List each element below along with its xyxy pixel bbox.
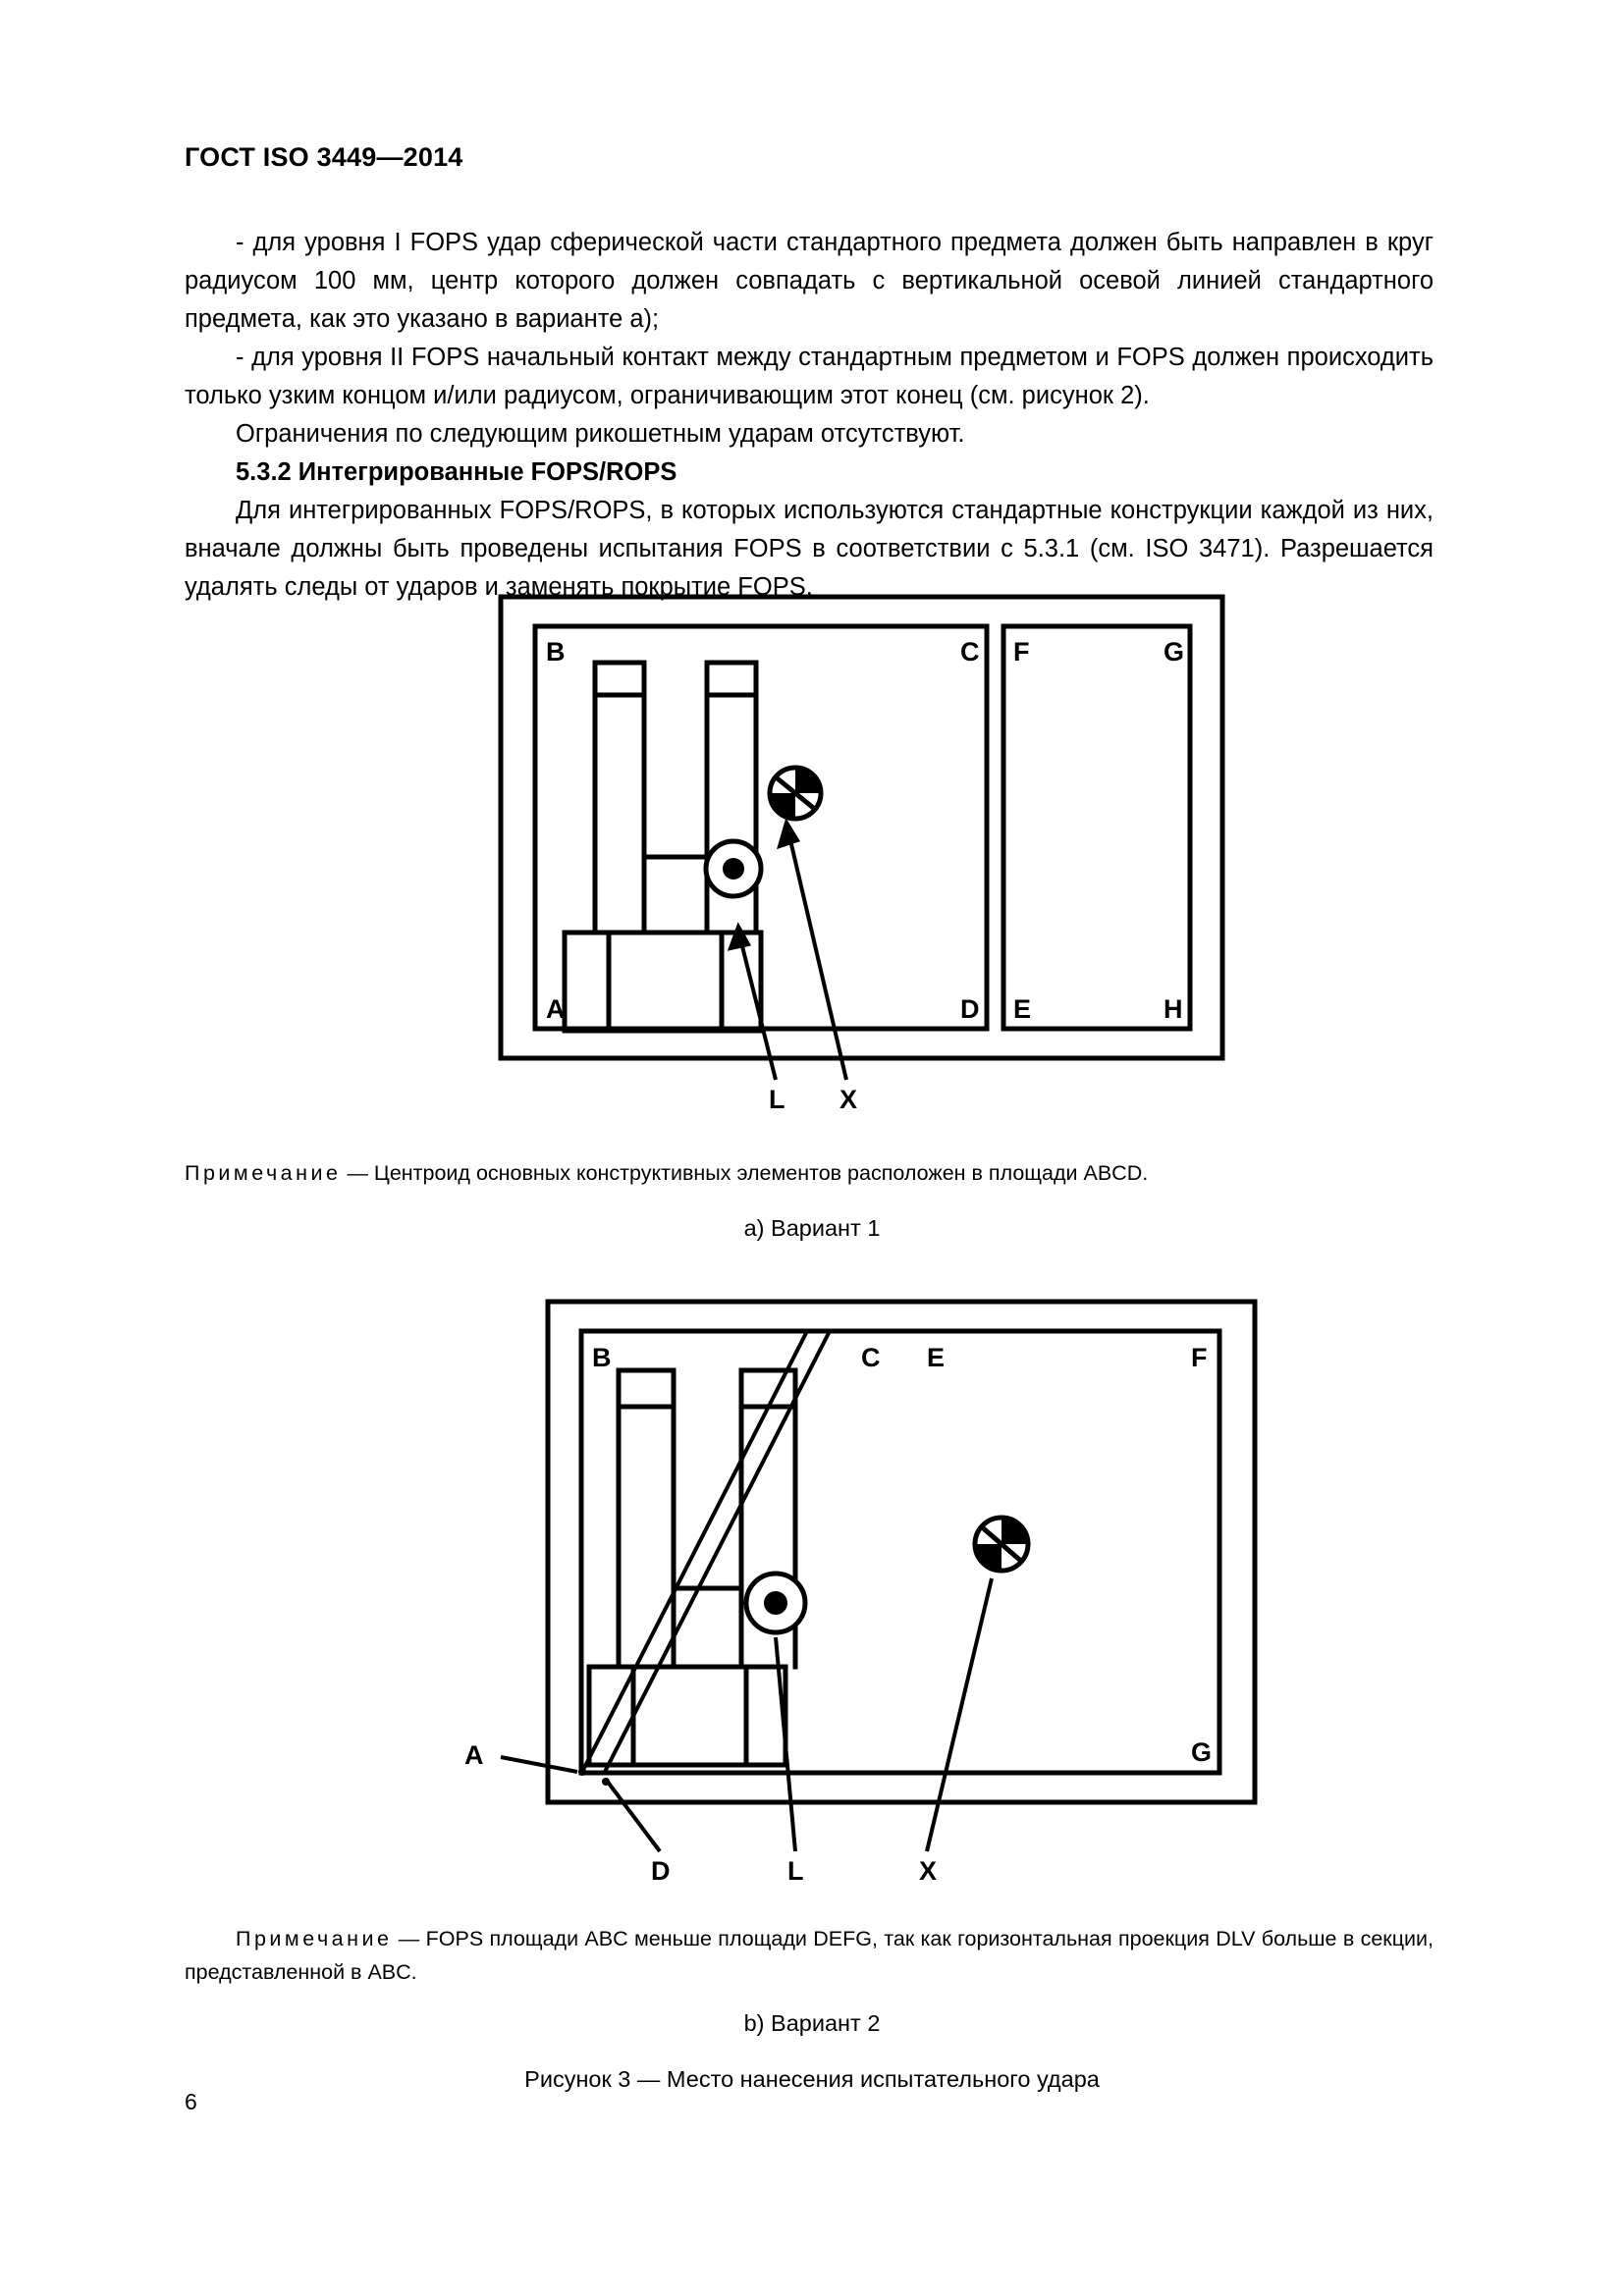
section-plane-diagonal (580, 1330, 832, 1773)
figure1-leader-label-X: X (839, 1085, 858, 1114)
figure2-label-G: G (1191, 1737, 1213, 1767)
figure2-label-C: C (861, 1343, 881, 1372)
leader-line-X (925, 1577, 994, 1852)
figure2-note: Примечание — FOPS площади ABC меньше пло… (185, 1922, 1434, 1989)
figure2-note-prefix: Примечание (236, 1927, 393, 1950)
impact-point-marker (767, 765, 824, 822)
centroid-marker (743, 1571, 808, 1635)
leader-line-A (500, 1755, 578, 1774)
figure2-note-text: FOPS площади ABC меньше площади DEFG, та… (185, 1927, 1435, 1984)
figure1-label-G: G (1164, 637, 1185, 667)
figure1-label-H: H (1164, 994, 1183, 1024)
efgh-section (1001, 623, 1193, 1032)
figure-1-drawing (498, 594, 1225, 1081)
base-box (586, 1664, 788, 1768)
figure1-label-C: C (960, 637, 980, 667)
figure2-label-B: B (592, 1343, 612, 1372)
base-box (562, 930, 764, 1034)
outer-frame (498, 594, 1225, 1061)
paragraph-integrated-fops-rops: Для интегрированных FOPS/ROPS, в которых… (185, 497, 1434, 601)
figure1-caption: a) Вариант 1 (743, 1215, 881, 1241)
impact-point-marker (972, 1515, 1031, 1574)
section-heading-5-3-2: 5.3.2 Интегрированные FOPS/ROPS (236, 458, 677, 486)
diagonal-endpoint-A (578, 1768, 586, 1776)
inner-frame (578, 1328, 1222, 1776)
figure-3-caption: Рисунок 3 — Место нанесения испытательно… (524, 2066, 1100, 2092)
figure2-leader-label-L: L (787, 1856, 804, 1886)
figure1-label-B: B (546, 637, 566, 667)
paragraph-level-2-fops: - для уровня II FOPS начальный контакт м… (185, 344, 1434, 409)
outer-frame (545, 1299, 1258, 1805)
figure2-label-E: E (927, 1343, 946, 1372)
figure1-label-E: E (1013, 994, 1032, 1024)
body-text-column: - для уровня I FOPS удар сферической час… (185, 224, 1434, 607)
figure-2-drawing (500, 1299, 1258, 1853)
figure1-note-dash: — (347, 1161, 368, 1185)
figure1-leader-label-L: L (769, 1085, 785, 1114)
figure2-label-A: A (464, 1740, 484, 1770)
figure-1-variant-a: B C F G A D E H L X (0, 589, 1624, 1139)
leader-line-X (777, 818, 848, 1081)
figure-2-variant-b: B C E F A G D L X (0, 1294, 1624, 1886)
paragraph-ricochet: Ограничения по следующим рикошетным удар… (236, 420, 965, 448)
figure1-note: Примечание — Центроид основных конструкт… (185, 1156, 1434, 1190)
figure1-label-A: A (546, 994, 566, 1024)
page-number: 6 (185, 2089, 197, 2114)
figure2-leader-label-X: X (919, 1856, 938, 1886)
figure2-label-F: F (1191, 1343, 1208, 1372)
figure1-note-prefix: Примечание (185, 1161, 342, 1185)
figure1-label-D: D (960, 994, 980, 1024)
figure2-leader-label-D: D (651, 1856, 671, 1886)
paragraph-level-1-fops: - для уровня I FOPS удар сферической час… (185, 229, 1434, 333)
figure2-caption: b) Вариант 2 (743, 2010, 881, 2036)
leader-line-L (774, 1636, 797, 1852)
figure1-note-text: Центроид основных конструктивных элемент… (373, 1161, 1149, 1185)
figure1-label-F: F (1013, 637, 1030, 667)
figure2-note-dash: — (398, 1927, 420, 1950)
page-header: ГОСТ ISO 3449—2014 (185, 142, 463, 172)
leader-line-L (727, 922, 778, 1081)
centroid-marker (703, 838, 764, 899)
leader-line-D (605, 1779, 662, 1853)
